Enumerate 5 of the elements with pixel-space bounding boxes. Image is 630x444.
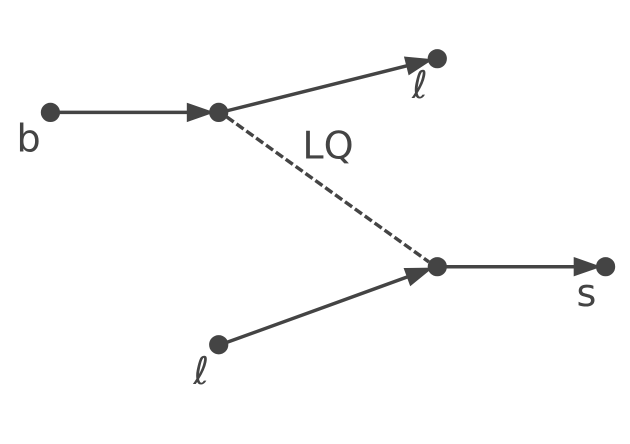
node-label: b xyxy=(16,116,41,160)
node-label: ℓ xyxy=(412,62,428,106)
node-label: ℓ xyxy=(193,348,210,392)
edge-label: LQ xyxy=(302,123,354,168)
node-label: s xyxy=(576,270,596,314)
